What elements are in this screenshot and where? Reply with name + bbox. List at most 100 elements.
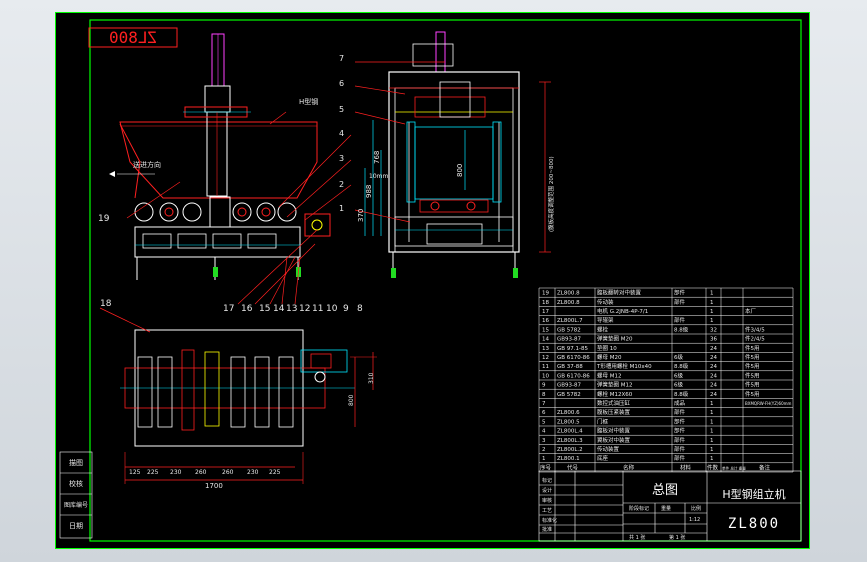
bom-no: 16 — [542, 318, 549, 324]
bom-qty: 1 — [710, 419, 714, 425]
dim-260a: 260 — [195, 469, 207, 476]
callout-4: 4 — [339, 129, 344, 138]
bom-qty: 1 — [710, 309, 714, 315]
callout-19: 19 — [98, 214, 110, 224]
dim-988: 988 — [365, 185, 373, 198]
bom-qty: 1 — [710, 410, 714, 416]
bom-name: 螺母 M12 — [597, 371, 622, 379]
outer-border — [55, 12, 810, 549]
bom-no: 6 — [542, 410, 546, 416]
bom-note: 件5用 — [745, 353, 760, 361]
callout-12: 12 — [299, 304, 310, 314]
bom-name: 弹簧垫圈 M20 — [597, 335, 633, 343]
inner-border — [89, 19, 802, 542]
bom-name: T形槽用螺栓 M10x40 — [596, 362, 652, 370]
bom-material: 部件 — [674, 408, 686, 416]
dim-230b: 230 — [247, 469, 259, 476]
tb-row-6: 批准 — [542, 526, 552, 533]
bom-note: 件5用 — [745, 371, 760, 379]
title-block — [538, 470, 802, 542]
bom-material: 8.8级 — [674, 325, 689, 333]
bom-material: 部件 — [674, 289, 686, 297]
dim-800-side: 800 — [456, 164, 464, 177]
bom-header-qty: 件数 — [707, 463, 719, 471]
bom-code: ZL800.1 — [557, 456, 580, 462]
bom-code: ZL800L.4 — [557, 429, 583, 435]
bom-qty: 24 — [710, 373, 717, 379]
bom-name: 弹簧垫圈 M12 — [597, 381, 633, 389]
bom-code: ZL800.8 — [557, 300, 580, 306]
dim-10mm: 10mm — [369, 173, 388, 180]
tb-row-3: 审核 — [542, 497, 552, 504]
bom-no: 11 — [542, 364, 549, 370]
callout-1: 1 — [339, 204, 344, 213]
bom-note: 件2/4/5 — [745, 335, 765, 343]
bom-no: 8 — [542, 392, 546, 398]
bom-material: 8.8级 — [674, 390, 689, 398]
callout-8: 8 — [357, 304, 363, 314]
bom-no: 15 — [542, 327, 549, 333]
drawing-title: 总图 — [652, 483, 678, 498]
bom-name: 底座 — [597, 454, 609, 462]
bom-name: 腹板翻转对中装置 — [597, 289, 642, 297]
bom-qty: 1 — [710, 291, 714, 297]
callout-16: 16 — [241, 304, 253, 314]
bom-code: GB 97.1-85 — [557, 346, 589, 352]
side-callouts: 7 6 5 4 3 2 1 — [339, 54, 344, 213]
bom-qty: 1 — [710, 456, 714, 462]
bom-name: 翼板对中装置 — [597, 436, 631, 444]
callout-2: 2 — [339, 180, 344, 189]
dim-260b: 260 — [222, 469, 234, 476]
stamp-check-label: 校核 — [69, 479, 83, 488]
bom-qty: 1 — [710, 318, 714, 324]
bom-note: 本厂 — [745, 307, 757, 315]
mirrored-code-box: ZL800 — [88, 27, 178, 48]
bom-header-note: 备注 — [759, 463, 771, 471]
bom-no: 1 — [542, 456, 546, 462]
dim-800-top: 800 — [348, 394, 355, 406]
bom-qty: 1 — [710, 300, 714, 306]
bom-qty: 1 — [710, 438, 714, 444]
bom-code: ZL800.8 — [557, 291, 580, 297]
callout-5: 5 — [339, 105, 344, 114]
sheet-number: 第 1 张 — [669, 534, 685, 541]
dim-230a: 230 — [170, 469, 182, 476]
bom-material: 部件 — [674, 298, 686, 306]
bom-note: 件5用 — [745, 362, 760, 370]
bom-name: 螺栓 M12X60 — [597, 390, 633, 398]
tb-row-1: 标记 — [542, 477, 552, 484]
bom-material: 8.8级 — [674, 362, 689, 370]
bom-name: 传动装 — [597, 298, 614, 306]
stamp-lib-label: 图库编号 — [64, 501, 88, 509]
bom-material: 部件 — [674, 445, 686, 453]
bom-name: 门框 — [597, 417, 609, 425]
bom-name: 螺栓 — [597, 325, 609, 333]
drawing-sheet: ZL800 描图 校核 图库编号 日期 — [55, 12, 810, 549]
bom-code: GB 6170-86 — [557, 373, 590, 379]
front-view — [109, 33, 331, 305]
callout-17: 17 — [223, 304, 234, 314]
scale-label: 比例 — [691, 505, 701, 512]
beam-label: H型钢 — [299, 97, 318, 106]
bom-name: 传动装置 — [597, 445, 620, 453]
bom-no: 14 — [542, 337, 549, 343]
sheet-count: 共 1 张 — [629, 534, 645, 541]
bom-no: 17 — [542, 309, 549, 315]
bom-qty: 36 — [710, 337, 717, 343]
bom-no: 13 — [542, 346, 549, 352]
bom-note: 件5用 — [745, 390, 760, 398]
bom-material: 部件 — [674, 454, 686, 462]
bom-qty: 24 — [710, 392, 717, 398]
bom-no: 2 — [542, 447, 546, 453]
dim-225b: 225 — [269, 469, 281, 476]
bom-name: 导辊架 — [597, 316, 614, 324]
bom-code: GB 6170-86 — [557, 355, 590, 361]
callout-3: 3 — [339, 154, 344, 163]
stamp-draw-label: 描图 — [69, 458, 83, 467]
dim-225a: 225 — [147, 469, 159, 476]
bom-code: GB93-87 — [557, 337, 582, 343]
bom-qty: 24 — [710, 355, 717, 361]
bom-code: GB 5782 — [557, 392, 581, 398]
adjust-range-label: (腹板高度调整范围 200~800) — [547, 156, 555, 232]
